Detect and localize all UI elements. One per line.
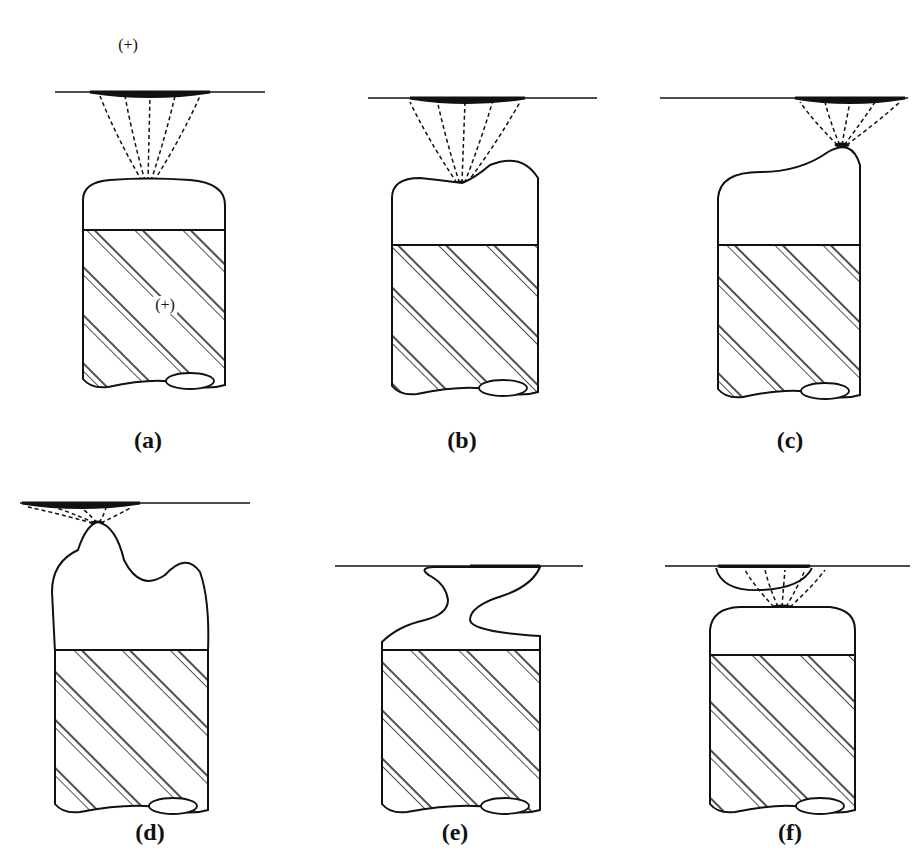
molten-drop (382, 567, 540, 652)
arc-line (782, 570, 785, 607)
welding-panel (660, 98, 908, 399)
arc-line (80, 507, 97, 523)
arc-line (745, 570, 774, 607)
molten-drop (83, 179, 225, 233)
electrode-rod (55, 650, 208, 813)
weld-deposit (90, 92, 210, 97)
welding-panel (665, 566, 910, 814)
molten-drop (718, 147, 860, 247)
arc-line (462, 102, 465, 183)
weld-deposit (410, 98, 525, 103)
polarity-sign: (+) (153, 296, 177, 314)
drop-boundary (55, 649, 208, 651)
arc-line (125, 96, 145, 181)
arc-line (790, 570, 825, 607)
molten-drop (52, 522, 208, 652)
panel-label: (d) (135, 820, 164, 844)
rod-core-end (796, 798, 844, 814)
welding-panel (20, 503, 250, 814)
drop-boundary (710, 654, 855, 656)
rod-core-end (479, 380, 527, 396)
welding-panel (335, 566, 583, 814)
weld-deposit (795, 98, 905, 103)
electrode-rod (392, 245, 538, 395)
arc-line (54, 507, 95, 523)
arc-line (847, 102, 901, 145)
arc-line (101, 507, 132, 523)
panel-label: (f) (778, 820, 802, 844)
rod-core-end (481, 798, 529, 814)
panel-label: (c) (777, 428, 804, 452)
rod-core-end (149, 798, 197, 814)
drop-boundary (83, 229, 225, 231)
molten-drop (392, 161, 538, 247)
arc-line (99, 507, 106, 523)
arc-line (844, 102, 875, 145)
drop-boundary (392, 244, 538, 246)
panel-label: (e) (442, 820, 469, 844)
electrode-rod (718, 245, 860, 398)
panel-label: (b) (447, 428, 476, 452)
arc-line (825, 102, 840, 145)
drop-boundary (382, 649, 540, 651)
arc-line (154, 96, 200, 181)
arc-line (410, 102, 457, 183)
welding-panel (55, 92, 265, 389)
electrode-rod (83, 230, 225, 388)
molten-drop (710, 607, 855, 657)
panel-label: (a) (134, 428, 162, 452)
polarity-sign: (+) (118, 37, 138, 53)
rod-core-end (801, 383, 849, 399)
drop-boundary (718, 244, 860, 246)
arc-line (765, 570, 778, 607)
electrode-rod (710, 655, 855, 813)
rod-core-end (166, 373, 214, 389)
arc-line (438, 102, 460, 183)
arc-line (148, 96, 150, 181)
arc-line (100, 96, 142, 181)
welding-panel (368, 98, 597, 396)
electrode-rod (382, 650, 540, 813)
arc-line (151, 96, 175, 181)
